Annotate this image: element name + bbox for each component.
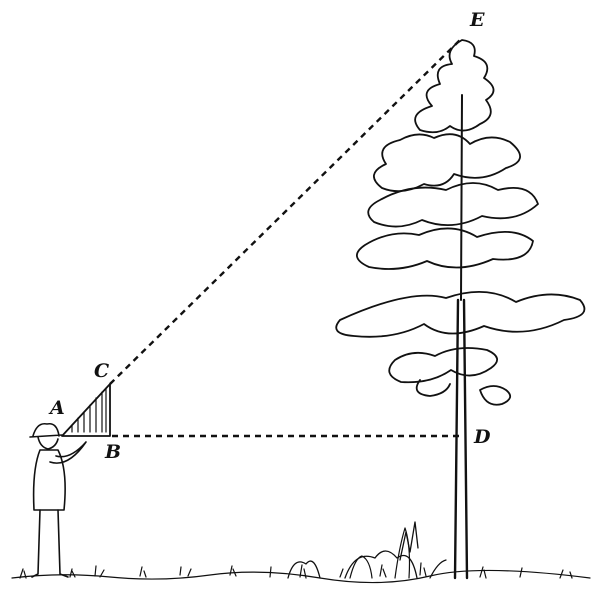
surveyor-figure (29, 422, 87, 578)
legs (31, 509, 69, 578)
arms (49, 441, 87, 464)
label-d: D (473, 426, 491, 448)
head (37, 436, 59, 450)
tree-foliage (335, 39, 586, 406)
right-triangle-instrument (61, 383, 111, 437)
undergrowth (287, 521, 419, 579)
hat (29, 422, 63, 438)
tree-trunk (453, 94, 469, 580)
label-c: C (94, 360, 109, 382)
label-a: A (48, 397, 65, 419)
ground-grass (11, 527, 591, 584)
label-b: B (104, 441, 121, 463)
label-e: E (469, 9, 485, 31)
sight-line-c-to-e (109, 37, 463, 385)
body (32, 449, 66, 511)
